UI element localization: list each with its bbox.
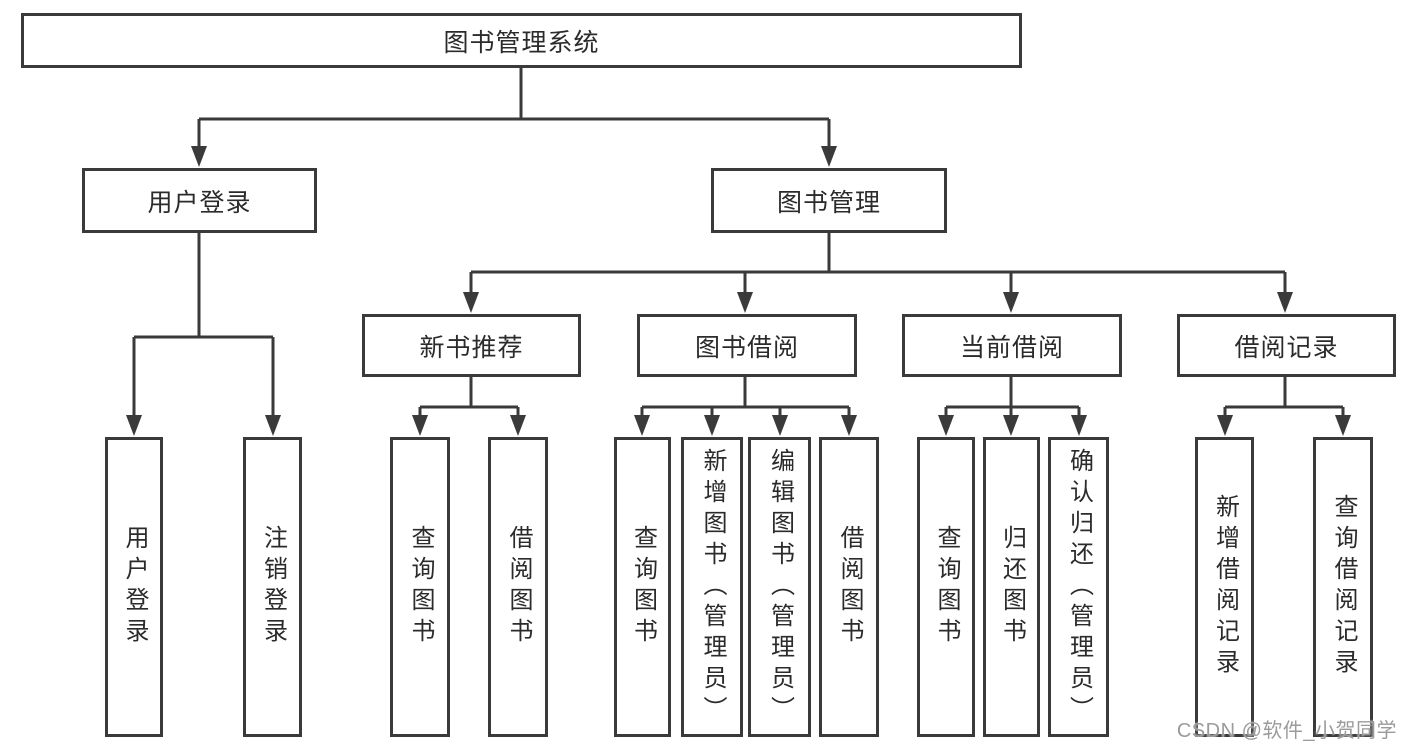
vertical-label: 查询图书	[933, 525, 960, 649]
vertical-label: 编辑图书（管理员）	[766, 447, 794, 727]
arrow-down-icon	[737, 292, 753, 313]
vertical-label: 用户登录	[121, 525, 148, 649]
arrow-down-icon	[1277, 292, 1293, 313]
arrow-down-icon	[265, 415, 281, 436]
arrow-down-icon	[634, 415, 650, 436]
arrow-down-icon	[772, 415, 788, 436]
node-borrow-borrow-book: 借阅图书	[819, 437, 879, 737]
vertical-label: 借阅图书	[836, 525, 863, 649]
arrow-down-icon	[126, 415, 142, 436]
node-user-login: 用户登录	[82, 168, 317, 233]
node-user-login-action: 用户登录	[105, 437, 163, 737]
node-current-confirm-return-admin: 确认归还（管理员）	[1048, 437, 1109, 737]
arrow-down-icon	[1217, 415, 1233, 436]
vertical-label: 注销登录	[259, 525, 287, 649]
node-current-borrow: 当前借阅	[902, 314, 1122, 377]
node-records-add-record: 新增借阅记录	[1195, 437, 1254, 737]
vertical-label: 新增借阅记录	[1211, 494, 1239, 680]
arrow-down-icon	[1335, 415, 1351, 436]
vertical-label: 借阅图书	[505, 525, 532, 649]
node-borrow-add-book-admin: 新增图书（管理员）	[681, 437, 743, 737]
node-borrow-records: 借阅记录	[1177, 314, 1396, 377]
node-book-management: 图书管理	[711, 168, 947, 233]
node-records-query-record: 查询借阅记录	[1313, 437, 1373, 737]
arrow-down-icon	[1003, 292, 1019, 313]
node-borrow-edit-book-admin: 编辑图书（管理员）	[748, 437, 811, 737]
node-logout-action: 注销登录	[243, 437, 302, 737]
vertical-label: 归还图书	[998, 525, 1026, 649]
node-rec-query-book: 查询图书	[390, 437, 450, 737]
vertical-label: 查询图书	[407, 525, 434, 649]
node-current-return-book: 归还图书	[983, 437, 1040, 737]
node-book-borrow: 图书借阅	[637, 314, 857, 377]
vertical-label: 确认归还（管理员）	[1065, 447, 1093, 727]
arrow-down-icon	[1003, 415, 1019, 436]
arrow-down-icon	[938, 415, 954, 436]
vertical-label: 新增图书（管理员）	[699, 447, 726, 727]
vertical-label: 查询借阅记录	[1330, 494, 1357, 680]
arrow-down-icon	[191, 146, 207, 167]
vertical-label: 查询图书	[629, 525, 657, 649]
arrow-down-icon	[704, 415, 720, 436]
arrow-down-icon	[412, 415, 428, 436]
node-current-query-book: 查询图书	[917, 437, 975, 737]
node-rec-borrow-book: 借阅图书	[488, 437, 548, 737]
node-borrow-query-book: 查询图书	[614, 437, 671, 737]
arrow-down-icon	[1071, 415, 1087, 436]
tree-connectors	[132, 68, 1345, 419]
node-new-book-recommend: 新书推荐	[362, 314, 581, 377]
arrow-down-icon	[510, 415, 526, 436]
node-root: 图书管理系统	[21, 13, 1022, 68]
arrow-down-icon	[463, 292, 479, 313]
arrow-down-icon	[821, 146, 837, 167]
arrowhead-icons	[126, 146, 1351, 436]
csdn-watermark: CSDN @软件_小贺同学	[1176, 720, 1397, 742]
arrow-down-icon	[841, 415, 857, 436]
